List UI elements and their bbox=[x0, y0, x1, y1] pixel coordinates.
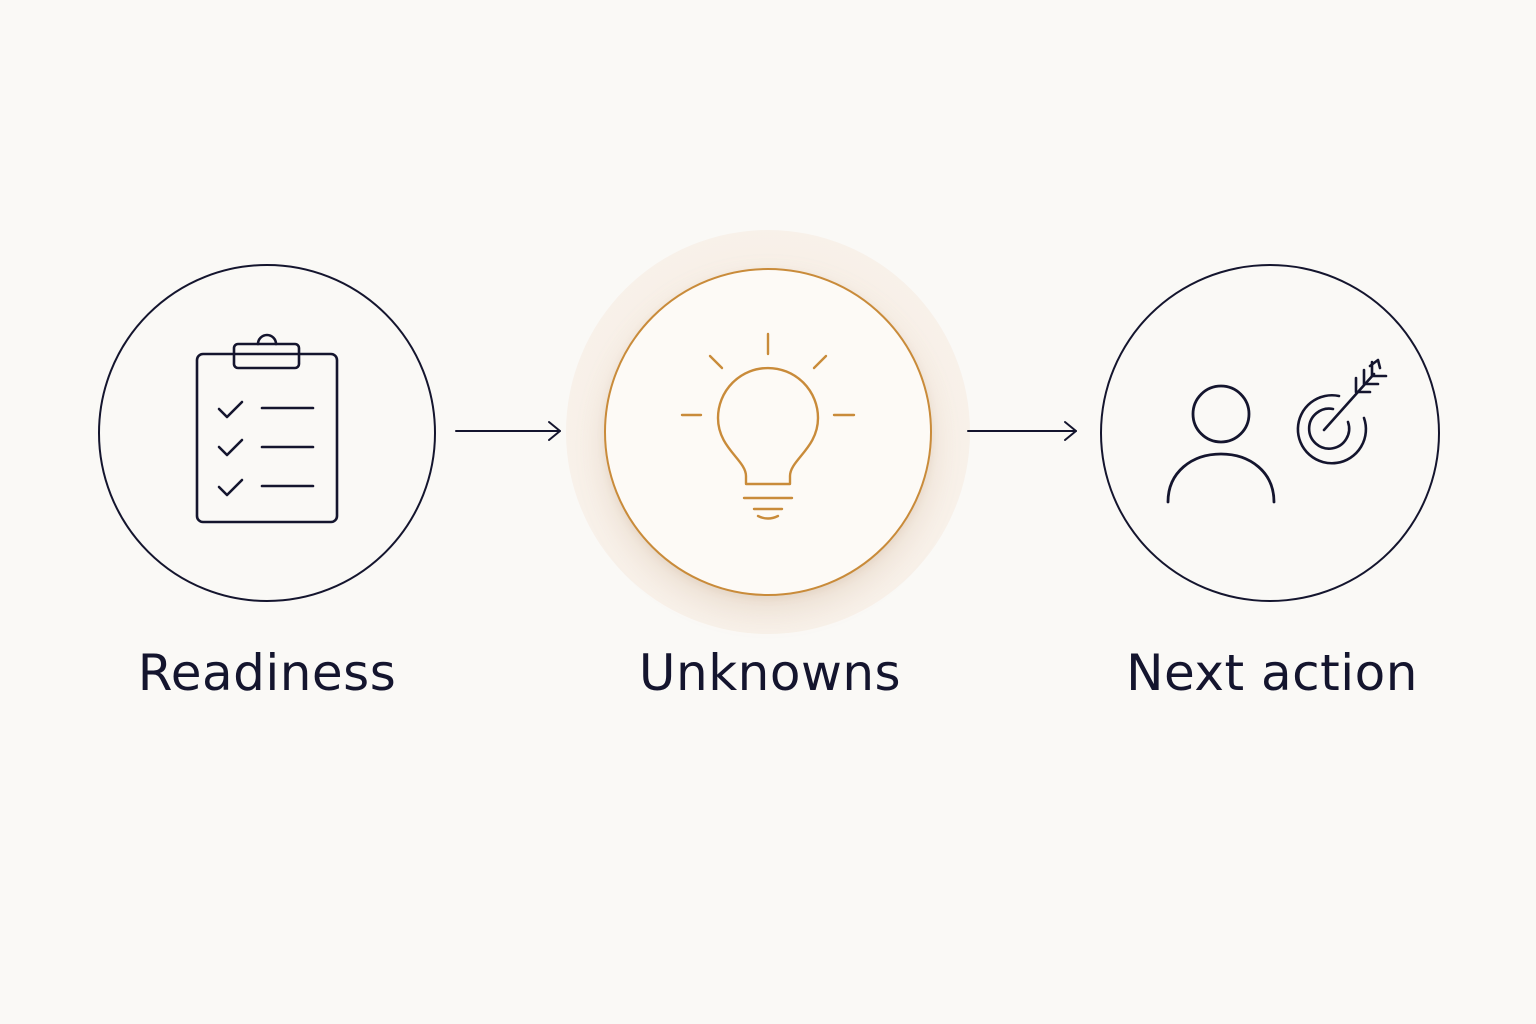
target-arrow-icon bbox=[1296, 358, 1388, 465]
flow-arrow bbox=[967, 421, 1077, 441]
lightbulb-icon bbox=[680, 332, 856, 520]
unknowns-circle bbox=[604, 268, 932, 596]
step-label-next-action: Next action bbox=[1126, 644, 1418, 702]
step-label-unknowns: Unknowns bbox=[638, 644, 902, 702]
readiness-circle bbox=[98, 264, 436, 602]
person-icon bbox=[1166, 384, 1276, 504]
clipboard-checklist-icon bbox=[195, 333, 339, 524]
step-label-readiness: Readiness bbox=[137, 644, 397, 702]
flow-arrow bbox=[455, 421, 561, 441]
next-action-circle bbox=[1100, 264, 1440, 602]
